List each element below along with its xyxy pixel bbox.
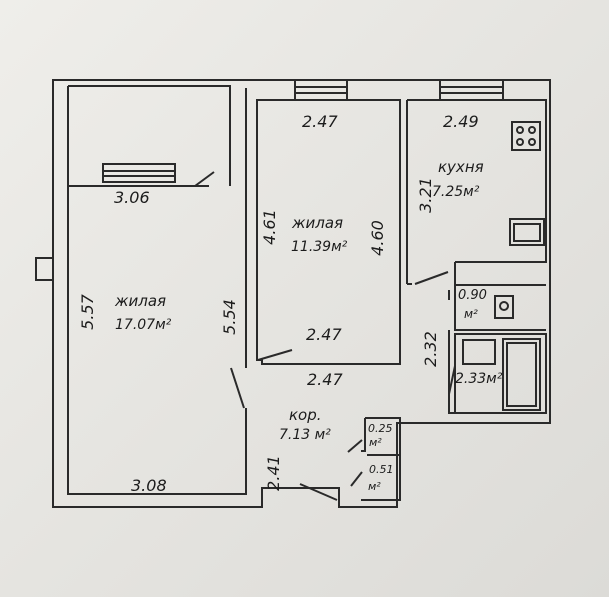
middle-window: [294, 79, 348, 101]
bath-sink-icon: [462, 339, 496, 365]
living-left-area: 17.07м²: [115, 317, 172, 333]
living-middle-height-right: 4.60: [367, 220, 387, 256]
living-left-width-bottom: 3.08: [131, 476, 167, 495]
living-left-height-left: 5.57: [77, 294, 97, 330]
living-middle-area: 11.39м²: [291, 239, 348, 255]
living-left-inner-wall: [67, 186, 247, 495]
kitchen-sink-icon: [509, 218, 545, 246]
kitchen-area: 7.25м²: [432, 184, 480, 200]
kitchen-window: [439, 79, 504, 101]
stove-icon: [511, 121, 541, 151]
outer-wall: [35, 79, 551, 508]
closet-b-area-value: 0.51: [369, 463, 394, 476]
kitchen-name: кухня: [438, 158, 484, 176]
corridor-area: 7.13 м²: [279, 427, 331, 443]
bath-height-left: 2.32: [420, 331, 440, 367]
corridor-height-left: 2.41: [263, 455, 283, 491]
living-middle-wall: [256, 99, 401, 365]
corridor-name: кор.: [289, 406, 322, 424]
closet-b-area-unit: м²: [368, 480, 381, 493]
closet-a-area-unit: м²: [369, 436, 382, 449]
bath-area: 2.33м²: [455, 371, 503, 387]
kitchen-width-top: 2.49: [443, 112, 479, 131]
wc-area-unit: м²: [464, 307, 478, 321]
living-left-name: жилая: [115, 292, 167, 310]
closet-wall: [361, 417, 401, 501]
corridor-width-top: 2.47: [307, 370, 343, 389]
living-middle-name: жилая: [292, 214, 344, 232]
living-middle-width-top: 2.47: [302, 112, 338, 131]
living-middle-width-bottom: 2.47: [306, 325, 342, 344]
wc-area-value: 0.90: [458, 288, 487, 303]
toilet-icon: [494, 295, 514, 319]
bath-wall: [454, 333, 547, 414]
closet-a-area-value: 0.25: [368, 422, 393, 435]
balcony-wall: [68, 85, 231, 186]
balcony-window: [102, 163, 176, 183]
bathtub-icon: [502, 338, 541, 411]
living-left-width-top: 3.06: [114, 188, 150, 207]
living-middle-height-left: 4.61: [259, 209, 279, 245]
living-left-height-right: 5.54: [219, 299, 239, 335]
kitchen-height-left: 3.21: [415, 177, 435, 213]
